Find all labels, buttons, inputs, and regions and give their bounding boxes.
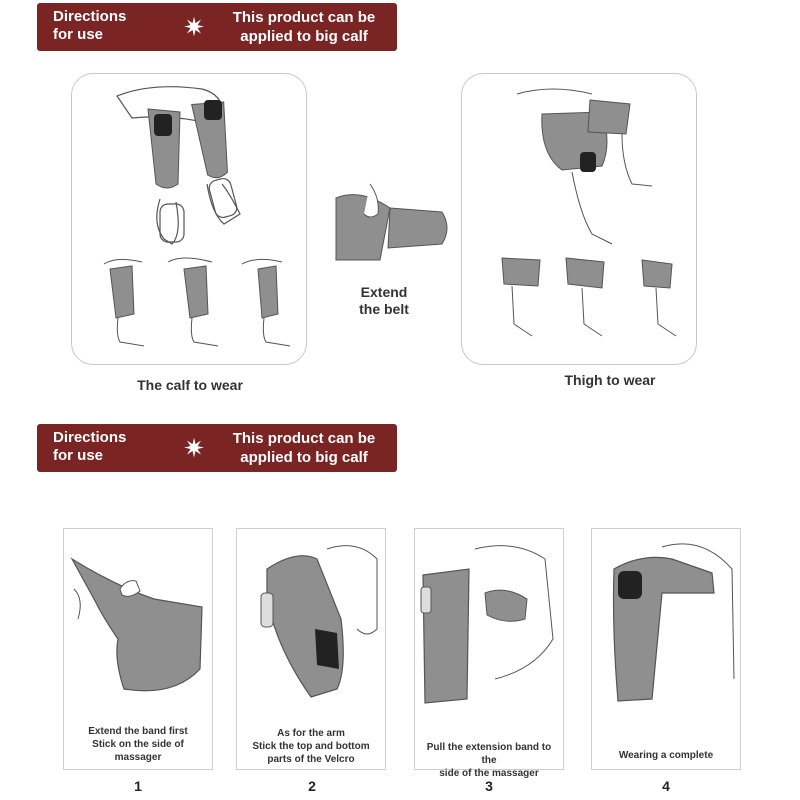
calf-caption: The calf to wear — [137, 377, 243, 393]
step-3-illustration — [420, 545, 554, 704]
thigh-wear-panel — [461, 73, 697, 365]
step-4-illustration — [612, 543, 735, 702]
step-number-3: 3 — [485, 778, 493, 794]
step-2-illustration — [260, 545, 378, 698]
extend-belt-illustration — [335, 183, 448, 261]
step-card-4: Wearing a complete — [591, 528, 741, 770]
step-number-4: 4 — [662, 778, 670, 794]
star-burst-icon: ✷ — [183, 433, 205, 463]
step-number-2: 2 — [308, 778, 316, 794]
step-number-1: 1 — [134, 778, 142, 794]
star-burst-icon: ✷ — [183, 12, 205, 42]
calf-wear-illustration — [103, 86, 291, 347]
step-1-illustration — [70, 557, 203, 692]
calf-wear-panel — [71, 73, 307, 365]
thigh-wear-illustration — [501, 88, 677, 337]
step-4-text: Wearing a complete — [618, 750, 714, 761]
thigh-caption: Thigh to wear — [564, 372, 656, 388]
